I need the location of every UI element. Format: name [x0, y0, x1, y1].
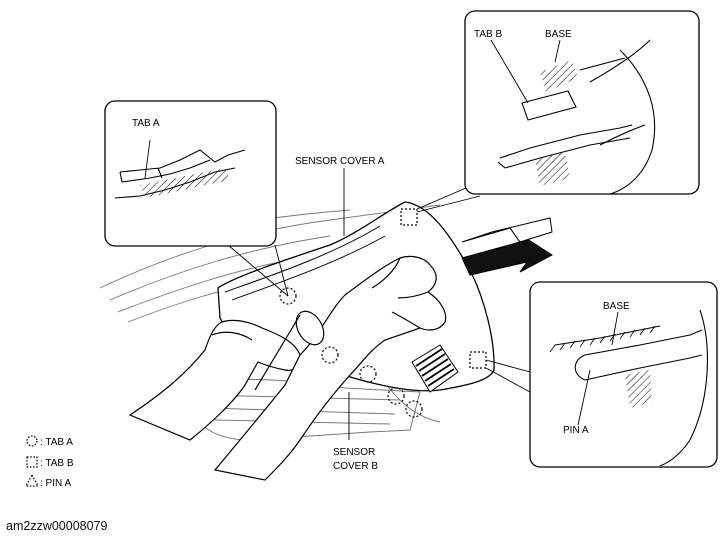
legend-label-tab-a: : TAB A	[40, 437, 73, 448]
label-tab-b: TAB B	[474, 29, 502, 40]
figure-id: am2zzw00008079	[6, 519, 108, 533]
legend: : TAB A : TAB B : PIN A	[24, 435, 74, 489]
inset-pin-a	[529, 281, 718, 468]
inset-tab-b	[464, 10, 700, 195]
dotted-triangle-icon	[24, 473, 40, 487]
legend-item-tab-b: : TAB B	[26, 456, 74, 469]
legend-label-tab-b: : TAB B	[40, 458, 74, 469]
label-pin-a: PIN A	[563, 425, 589, 436]
right-hand	[213, 255, 447, 481]
tab-a-markers	[279, 287, 423, 418]
label-sensor-cover-b-line2: COVER B	[333, 461, 378, 472]
inset-tab-a	[104, 100, 277, 247]
legend-item-pin-a: : PIN A	[24, 473, 71, 489]
label-base-top: BASE	[545, 29, 572, 40]
leader-lines	[227, 168, 531, 440]
vent-grille	[411, 344, 459, 393]
label-base-right: BASE	[603, 301, 630, 312]
label-sensor-cover-b-line1: SENSOR	[333, 447, 375, 458]
dotted-square-icon	[26, 456, 38, 468]
legend-label-pin-a: : PIN A	[40, 478, 71, 489]
label-sensor-cover-a: SENSOR COVER A	[295, 156, 385, 167]
label-tab-a: TAB A	[132, 118, 160, 129]
sleeve	[254, 310, 325, 391]
legend-item-tab-a: : TAB A	[26, 435, 73, 448]
dotted-circle-icon	[26, 435, 38, 447]
removal-direction-arrow	[461, 217, 553, 276]
